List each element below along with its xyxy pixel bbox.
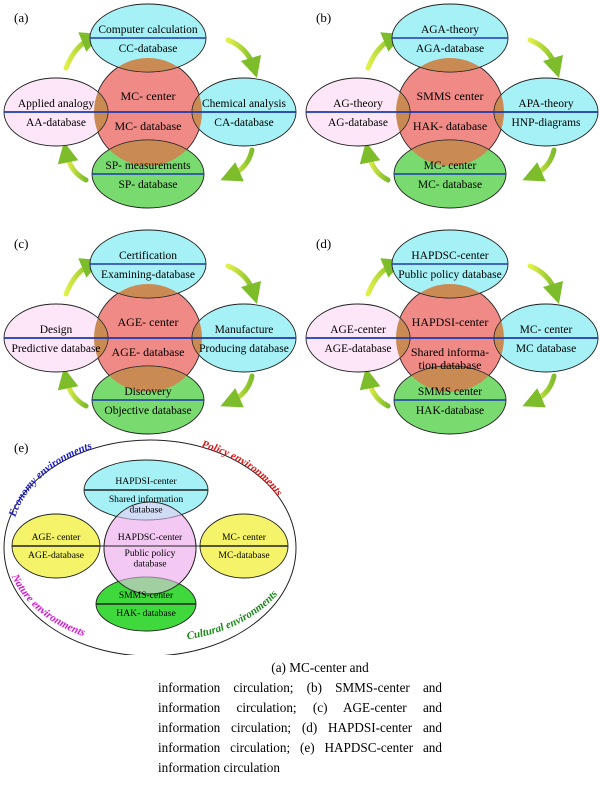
center-label-bottom2: database [133, 559, 166, 570]
arrow-bottom-to-left [57, 367, 89, 409]
node-right-label-top: APA-theory [518, 98, 573, 110]
panel-a: (a) Computer calculationCC-databaseChemic… [3, 3, 297, 209]
overlap-top [396, 284, 504, 299]
arrow-bottom-to-left [359, 367, 391, 409]
node-left-label-top: Design [40, 324, 73, 336]
node-right-label-top: Manufacture [215, 324, 274, 336]
overlap-bottom [94, 365, 202, 392]
node-bottom-label-bottom: MC- database [418, 179, 482, 191]
arrow-left-to-top [63, 32, 102, 71]
overlap-top [94, 284, 202, 299]
node-left-label-bottom: Predictive database [11, 343, 100, 355]
node-top-label-bottom: Public policy database [398, 269, 501, 281]
node-left-label-top: AGE- center [32, 532, 82, 543]
node-top-label-top: Certification [119, 250, 177, 262]
node-right-label-bottom: MC database [516, 343, 576, 355]
node-right-label-bottom: HNP-diagrams [512, 117, 582, 129]
node-left-label-top: Applied analogy [18, 98, 95, 110]
center-label-bottom: HAK- database [413, 119, 487, 133]
node-bottom-label-bottom: SP- database [118, 179, 177, 191]
overlap-bottom [94, 139, 202, 166]
center-circle-overlay [103, 501, 197, 595]
node-bottom-label-bottom: Objective database [104, 405, 191, 417]
figure-caption: (a) MC-center and information circulatio… [158, 658, 442, 778]
node-left-label-bottom: AGE-database [28, 550, 84, 561]
center-label-top: MC- center [121, 89, 176, 103]
panel-label: (e) [14, 440, 28, 455]
node-top-label-bottom: Shared information [109, 494, 184, 505]
arrow-top-to-right [527, 263, 564, 305]
node-top-label-bottom: AGA-database [416, 43, 484, 55]
node-bottom-label-top: Discovery [124, 386, 172, 398]
node-right-label-bottom: MC-database [218, 550, 269, 561]
node-top [391, 229, 509, 299]
node-left-label-top: AG-theory [333, 98, 383, 110]
panel-label: (c) [14, 236, 28, 251]
overlap-top [94, 58, 202, 73]
node-top-label-bottom: CC-database [119, 43, 178, 55]
node-right-label-bottom: Producing database [199, 343, 289, 355]
node-left-label-bottom: AGE-database [324, 343, 391, 355]
node-top-label-bottom: Examining-database [101, 269, 195, 281]
node-bottom-label-top: MC- center [424, 160, 477, 172]
panel-c: (c) CertificationExamining-databaseManufa… [3, 229, 297, 435]
node-top-label-top: HAPDSI-center [115, 476, 177, 487]
arrow-right-to-bottom [220, 147, 255, 182]
node-top [89, 3, 207, 73]
node-bottom-label-top: SMMS center [418, 386, 482, 398]
arrow-right-to-bottom [220, 373, 255, 408]
node-top-label-top: Computer calculation [98, 24, 198, 36]
center-label-bottom2: tion database [419, 358, 482, 372]
center-label-top: AGE- center [118, 315, 179, 329]
arrow-top-to-right [225, 37, 262, 79]
center-label-bottom: MC- database [115, 119, 182, 133]
diagram-canvas: (a) Computer calculationCC-databaseChemic… [3, 3, 599, 655]
arrow-right-to-bottom [522, 147, 557, 182]
arrow-top-to-right [225, 263, 262, 305]
node-top-label-top: HAPDSC-center [411, 250, 488, 262]
node-right-label-top: MC- center [222, 532, 267, 543]
center-label-bottom: AGE- database [112, 345, 185, 359]
arrow-bottom-to-left [359, 141, 391, 183]
node-right-label-bottom: CA-database [214, 117, 273, 129]
center-label-top: SMMS center [417, 89, 484, 103]
node-bottom-label-top: SP- measurements [105, 160, 191, 172]
arrow-left-to-top [365, 258, 404, 297]
center-label-top: HAPDSI-center [412, 315, 489, 329]
overlap-bottom [396, 365, 504, 392]
center-label-top: HAPDSC-center [118, 532, 183, 543]
node-bottom-label-bottom: HAK-database [416, 405, 484, 417]
node-right-label-top: MC- center [520, 324, 573, 336]
panel-b: (b) AGA-theoryAGA-databaseAPA-theoryHNP-d… [305, 3, 599, 209]
node-left-label-bottom: AG-database [328, 117, 388, 129]
node-right-label-top: Chemical analysis [202, 98, 287, 110]
node-left-label-bottom: AA-database [26, 117, 86, 129]
center-label-bottom: Public policy [125, 548, 176, 559]
node-top-label-top: AGA-theory [421, 24, 479, 36]
arrow-right-to-bottom [522, 373, 557, 408]
node-bottom-label-top: SMMS-center [119, 590, 174, 601]
caption-text: information circulation; (b) SMMS-center… [158, 680, 442, 775]
overlap-bottom [396, 139, 504, 166]
arrow-left-to-top [63, 258, 102, 297]
node-left-label-top: AGE-center [330, 324, 386, 336]
arrow-top-to-right [527, 37, 564, 79]
center-label-bottom: Shared informa- [411, 345, 489, 359]
node-bottom-label-bottom: HAK- database [116, 608, 175, 619]
panel-label: (d) [316, 236, 331, 251]
arrow-bottom-to-left [57, 141, 89, 183]
panel-label: (a) [14, 10, 28, 25]
panel-label: (b) [316, 10, 331, 25]
overlap-top [396, 58, 504, 73]
node-top-label-bottom2: database [129, 505, 162, 516]
arrow-left-to-top [365, 32, 404, 71]
caption-line-1: (a) MC-center and [271, 660, 369, 675]
